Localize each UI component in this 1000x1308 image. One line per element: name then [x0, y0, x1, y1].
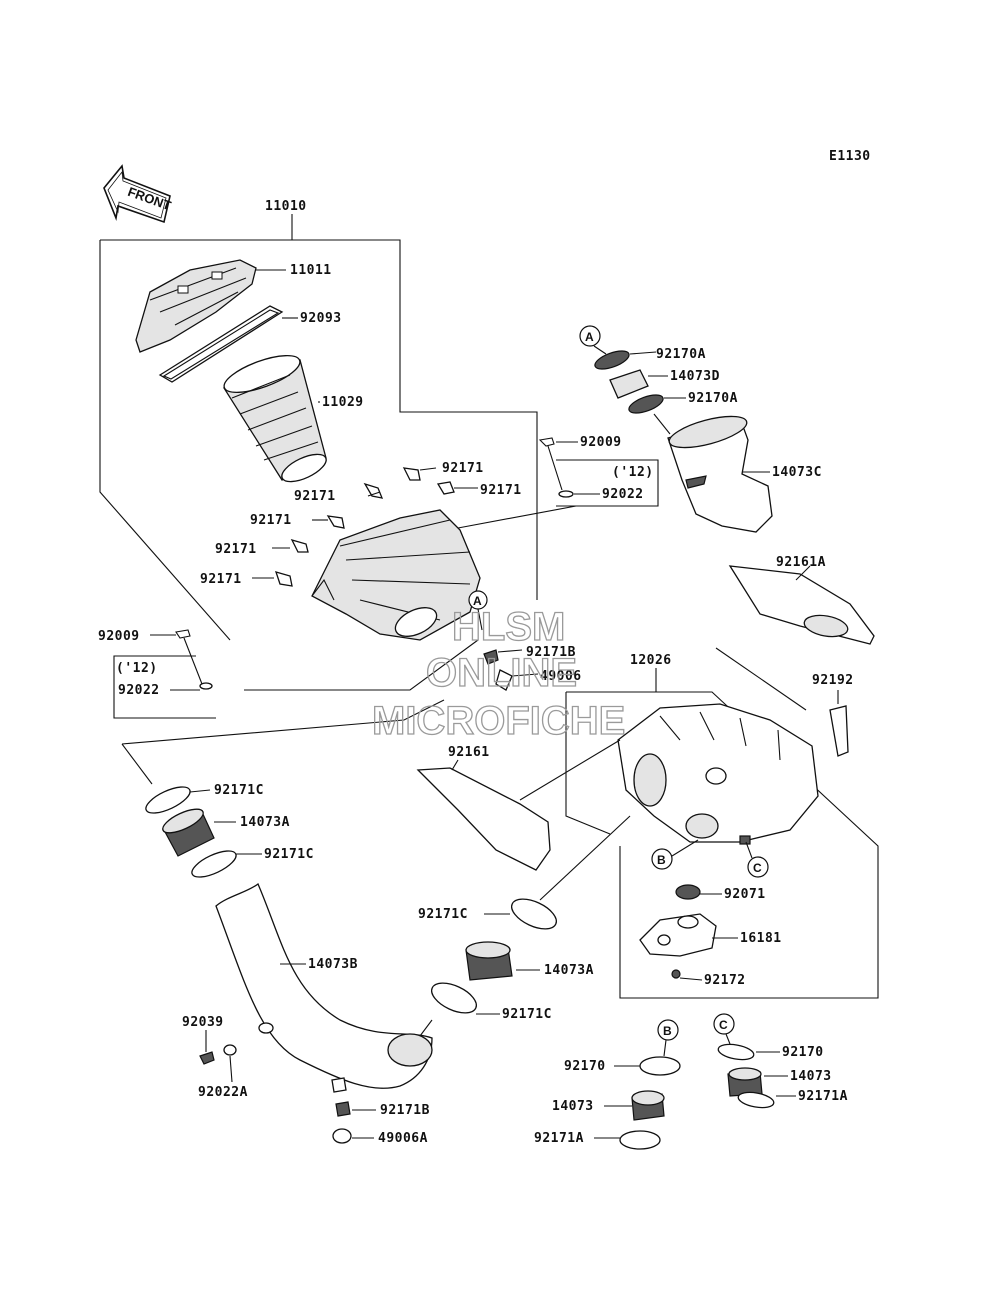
resonator-group-bracket	[565, 647, 879, 999]
panel-92161a	[728, 565, 875, 645]
ref-circle-b-resonator	[651, 848, 673, 870]
label-92171b-bot: 92171B	[380, 1103, 430, 1118]
gasket	[158, 305, 298, 383]
label-92161a: 92161A	[776, 555, 826, 570]
nut-bottom	[332, 1101, 376, 1144]
label-11029: 11029	[322, 395, 364, 410]
label-92009-left: 92009	[98, 629, 140, 644]
panel-92161	[416, 739, 621, 871]
airbox-group-bracket	[99, 214, 538, 691]
label-92170-c: 92170	[782, 1045, 824, 1060]
label-14073c: 14073C	[772, 465, 822, 480]
label-16181: 16181	[740, 931, 782, 946]
label-92171-r1: 92171	[442, 461, 484, 476]
ref-b-bottom-letter: B	[663, 1024, 672, 1038]
label-92071: 92071	[724, 887, 766, 902]
front-arrow-icon: FRONT	[103, 164, 173, 224]
ref-circle-a-top	[579, 325, 601, 347]
label-92171c-1: 92171C	[214, 783, 264, 798]
ref-c-resonator-letter: C	[753, 861, 762, 875]
label-14073d: 14073D	[670, 369, 720, 384]
label-92170a-1: 92170A	[656, 347, 706, 362]
label-92171c-4: 92171C	[502, 1007, 552, 1022]
label-92171a-c: 92171A	[798, 1089, 848, 1104]
drain-assembly	[639, 884, 738, 981]
nut-92171b-mid	[483, 649, 539, 691]
hose-stack-mid	[419, 815, 631, 1037]
watermark-line1: HLSM	[452, 605, 565, 649]
ref-circle-c-resonator	[747, 856, 769, 878]
watermark-line2: ONLINE	[426, 651, 577, 695]
watermark: HLSM ONLINE MICROFICHE	[371, 604, 626, 743]
label-92009-top: 92009	[580, 435, 622, 450]
label-49006-mid: 49006	[540, 669, 582, 684]
pin-92192	[829, 690, 849, 757]
label-12-top: ('12)	[612, 465, 654, 480]
label-92093: 92093	[300, 311, 342, 326]
label-92171-l2: 92171	[250, 513, 292, 528]
ref-a-airbox-letter: A	[473, 594, 482, 608]
label-92171c-2: 92171C	[264, 847, 314, 862]
label-92022-top: 92022	[602, 487, 644, 502]
bolt-92009-top	[457, 437, 659, 529]
bolt-92039	[199, 1030, 237, 1083]
bolt-92009-left	[113, 629, 216, 719]
label-92170-b: 92170	[564, 1059, 606, 1074]
label-92022-left: 92022	[118, 683, 160, 698]
ref-b-resonator-letter: B	[657, 853, 666, 867]
ref-circle-c-bottom	[713, 1013, 735, 1035]
ref-c-bottom-letter: C	[719, 1018, 728, 1032]
hose-stack-left	[145, 786, 262, 878]
label-92171-l4: 92171	[200, 572, 242, 587]
watermark-line3: MICROFICHE	[372, 699, 625, 743]
leader-hose-left	[121, 699, 445, 745]
label-92171a-b: 92171A	[534, 1131, 584, 1146]
label-92171c-3: 92171C	[418, 907, 468, 922]
ref-a-top-letter: A	[585, 330, 594, 344]
label-12-left: ('12)	[116, 661, 158, 676]
ref-circle-b-bottom	[657, 1019, 679, 1041]
label-14073-c: 14073	[790, 1069, 832, 1084]
label-14073a-2: 14073A	[544, 963, 594, 978]
hose-stack-c	[717, 1033, 796, 1109]
label-92171-l1: 92171	[294, 489, 336, 504]
label-92161: 92161	[448, 745, 490, 760]
hose-14073b	[215, 882, 433, 1093]
label-14073a-1: 14073A	[240, 815, 290, 830]
diagram-code: E1130	[829, 149, 871, 164]
label-14073-b: 14073	[552, 1099, 594, 1114]
label-92022a: 92022A	[198, 1085, 248, 1100]
duct-clamp-set-top	[593, 345, 686, 435]
label-14073b: 14073B	[308, 957, 358, 972]
label-92171-l3: 92171	[215, 542, 257, 557]
airbox-base	[311, 509, 481, 641]
label-92039: 92039	[182, 1015, 224, 1030]
label-12026: 12026	[630, 653, 672, 668]
resonator-12026	[617, 703, 819, 845]
label-11010: 11010	[265, 199, 307, 214]
duct-14073c	[667, 415, 773, 533]
label-11011: 11011	[290, 263, 332, 278]
label-92171b-mid: 92171B	[526, 645, 576, 660]
label-49006a: 49006A	[378, 1131, 428, 1146]
air-filter	[223, 355, 327, 483]
label-92171-r2: 92171	[480, 483, 522, 498]
airbox-cover	[135, 259, 286, 353]
hose-stack-b	[594, 1039, 681, 1150]
label-92170a-2: 92170A	[688, 391, 738, 406]
clip-set	[252, 467, 478, 587]
label-92192: 92192	[812, 673, 854, 688]
label-92172: 92172	[704, 973, 746, 988]
